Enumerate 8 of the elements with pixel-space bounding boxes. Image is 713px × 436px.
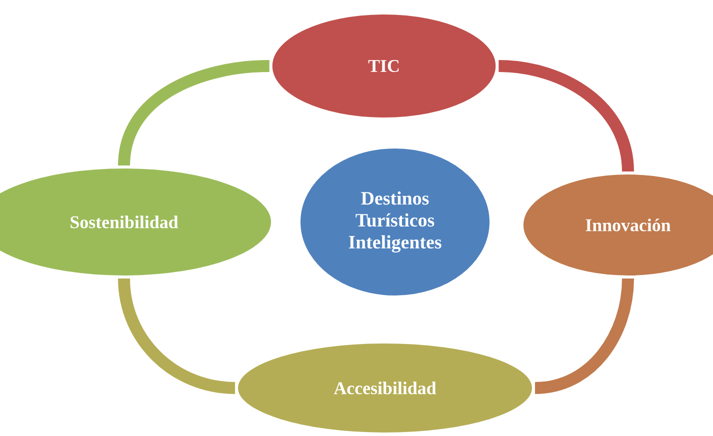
ring-arc <box>534 278 634 394</box>
ellipse-node: Destinos Turísticos Inteligentes <box>298 145 492 298</box>
ring-arc <box>118 278 236 394</box>
ring-arc <box>118 60 270 166</box>
ellipse-node: Innovación <box>520 171 713 278</box>
ellipse-node: Accesibilidad <box>235 340 535 436</box>
ellipse-node: TIC <box>269 12 499 120</box>
ring-arc <box>498 60 634 172</box>
